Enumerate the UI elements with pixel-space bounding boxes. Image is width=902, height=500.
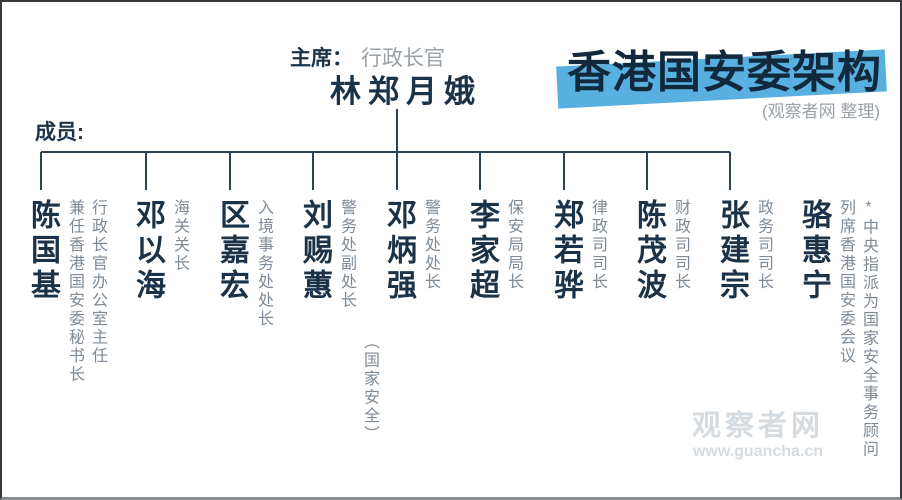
members-label: 成员: (35, 121, 84, 144)
chair-label-text: 主席： (290, 47, 353, 70)
member: 区嘉宏 入境事务处处长 (215, 199, 274, 329)
member-role: 警务处副处长 (338, 199, 355, 310)
member-name: 郑若骅 (549, 199, 582, 304)
member-roles: 行政长官办公室主任兼任香港国安委秘书长 (62, 199, 108, 384)
member: 邓以海 海关关长 (131, 199, 190, 304)
member: 骆惠宁 *中央指派为国家安全事务顾问列席香港国安委会议 (797, 199, 879, 459)
member-name: 区嘉宏 (215, 199, 248, 304)
title-block: 香港国安委架构 (556, 36, 887, 109)
member-role: （国家安全） (361, 333, 378, 444)
member-role: 律政司司长 (589, 199, 606, 292)
member: 陈国基 行政长官办公室主任兼任香港国安委秘书长 (26, 199, 108, 384)
watermark: 观察者网 www.guancha.cn (683, 402, 833, 461)
member-role: 政务司司长 (755, 199, 772, 292)
member-name: 邓以海 (131, 199, 164, 304)
member: 郑若骅 律政司司长 (549, 199, 608, 304)
member-role: 财政司司长 (672, 199, 689, 292)
page-title: 香港国安委架构 (567, 48, 882, 97)
member-name: 李家超 (465, 199, 498, 304)
member-role: 警务处处长 (422, 199, 439, 292)
member-roles: 警务处副处长 （国家安全） (334, 199, 380, 444)
member-name: 张建宗 (715, 199, 748, 304)
member-roles: 入境事务处处长 (251, 199, 274, 329)
member-roles: 财政司司长 (668, 199, 691, 292)
title-credit: (观察者网 整理) (761, 102, 880, 121)
member-name: 陈茂波 (632, 199, 665, 304)
member: 张建宗 政务司司长 (715, 199, 774, 304)
member: 陈茂波 财政司司长 (632, 199, 691, 304)
member-role: 列席香港国安委会议 (837, 199, 854, 366)
member-name: 骆惠宁 (797, 199, 830, 304)
watermark-name: 观察者网 (691, 410, 824, 442)
chair-role-text: 行政长官 (361, 47, 445, 70)
chair-label: 主席： 行政长官 (290, 42, 445, 72)
chair-name: 林郑月娥 (330, 74, 482, 109)
member-role: *中央指派为国家安全事务顾问 (860, 199, 877, 459)
member-name: 刘赐蕙 (298, 199, 331, 304)
member-roles: 海关关长 (167, 199, 190, 273)
member-roles: 律政司司长 (585, 199, 608, 292)
member-roles: *中央指派为国家安全事务顾问列席香港国安委会议 (833, 199, 879, 459)
member-role: 行政长官办公室主任 (89, 199, 106, 366)
member: 刘赐蕙 警务处副处长 （国家安全） (298, 199, 380, 444)
member-roles: 保安局局长 (501, 199, 524, 292)
member-role: 兼任香港国安委秘书长 (66, 199, 83, 384)
member: 李家超 保安局局长 (465, 199, 524, 304)
watermark-url: www.guancha.cn (692, 443, 824, 460)
member-role: 保安局局长 (505, 199, 522, 292)
member-roles: 政务司司长 (751, 199, 774, 292)
member-roles: 警务处处长 (418, 199, 441, 292)
member: 邓炳强 警务处处长 (382, 199, 441, 304)
member-role: 入境事务处处长 (255, 199, 272, 329)
member-name: 邓炳强 (382, 199, 415, 304)
member-name: 陈国基 (26, 199, 59, 304)
member-role: 海关关长 (171, 199, 188, 273)
